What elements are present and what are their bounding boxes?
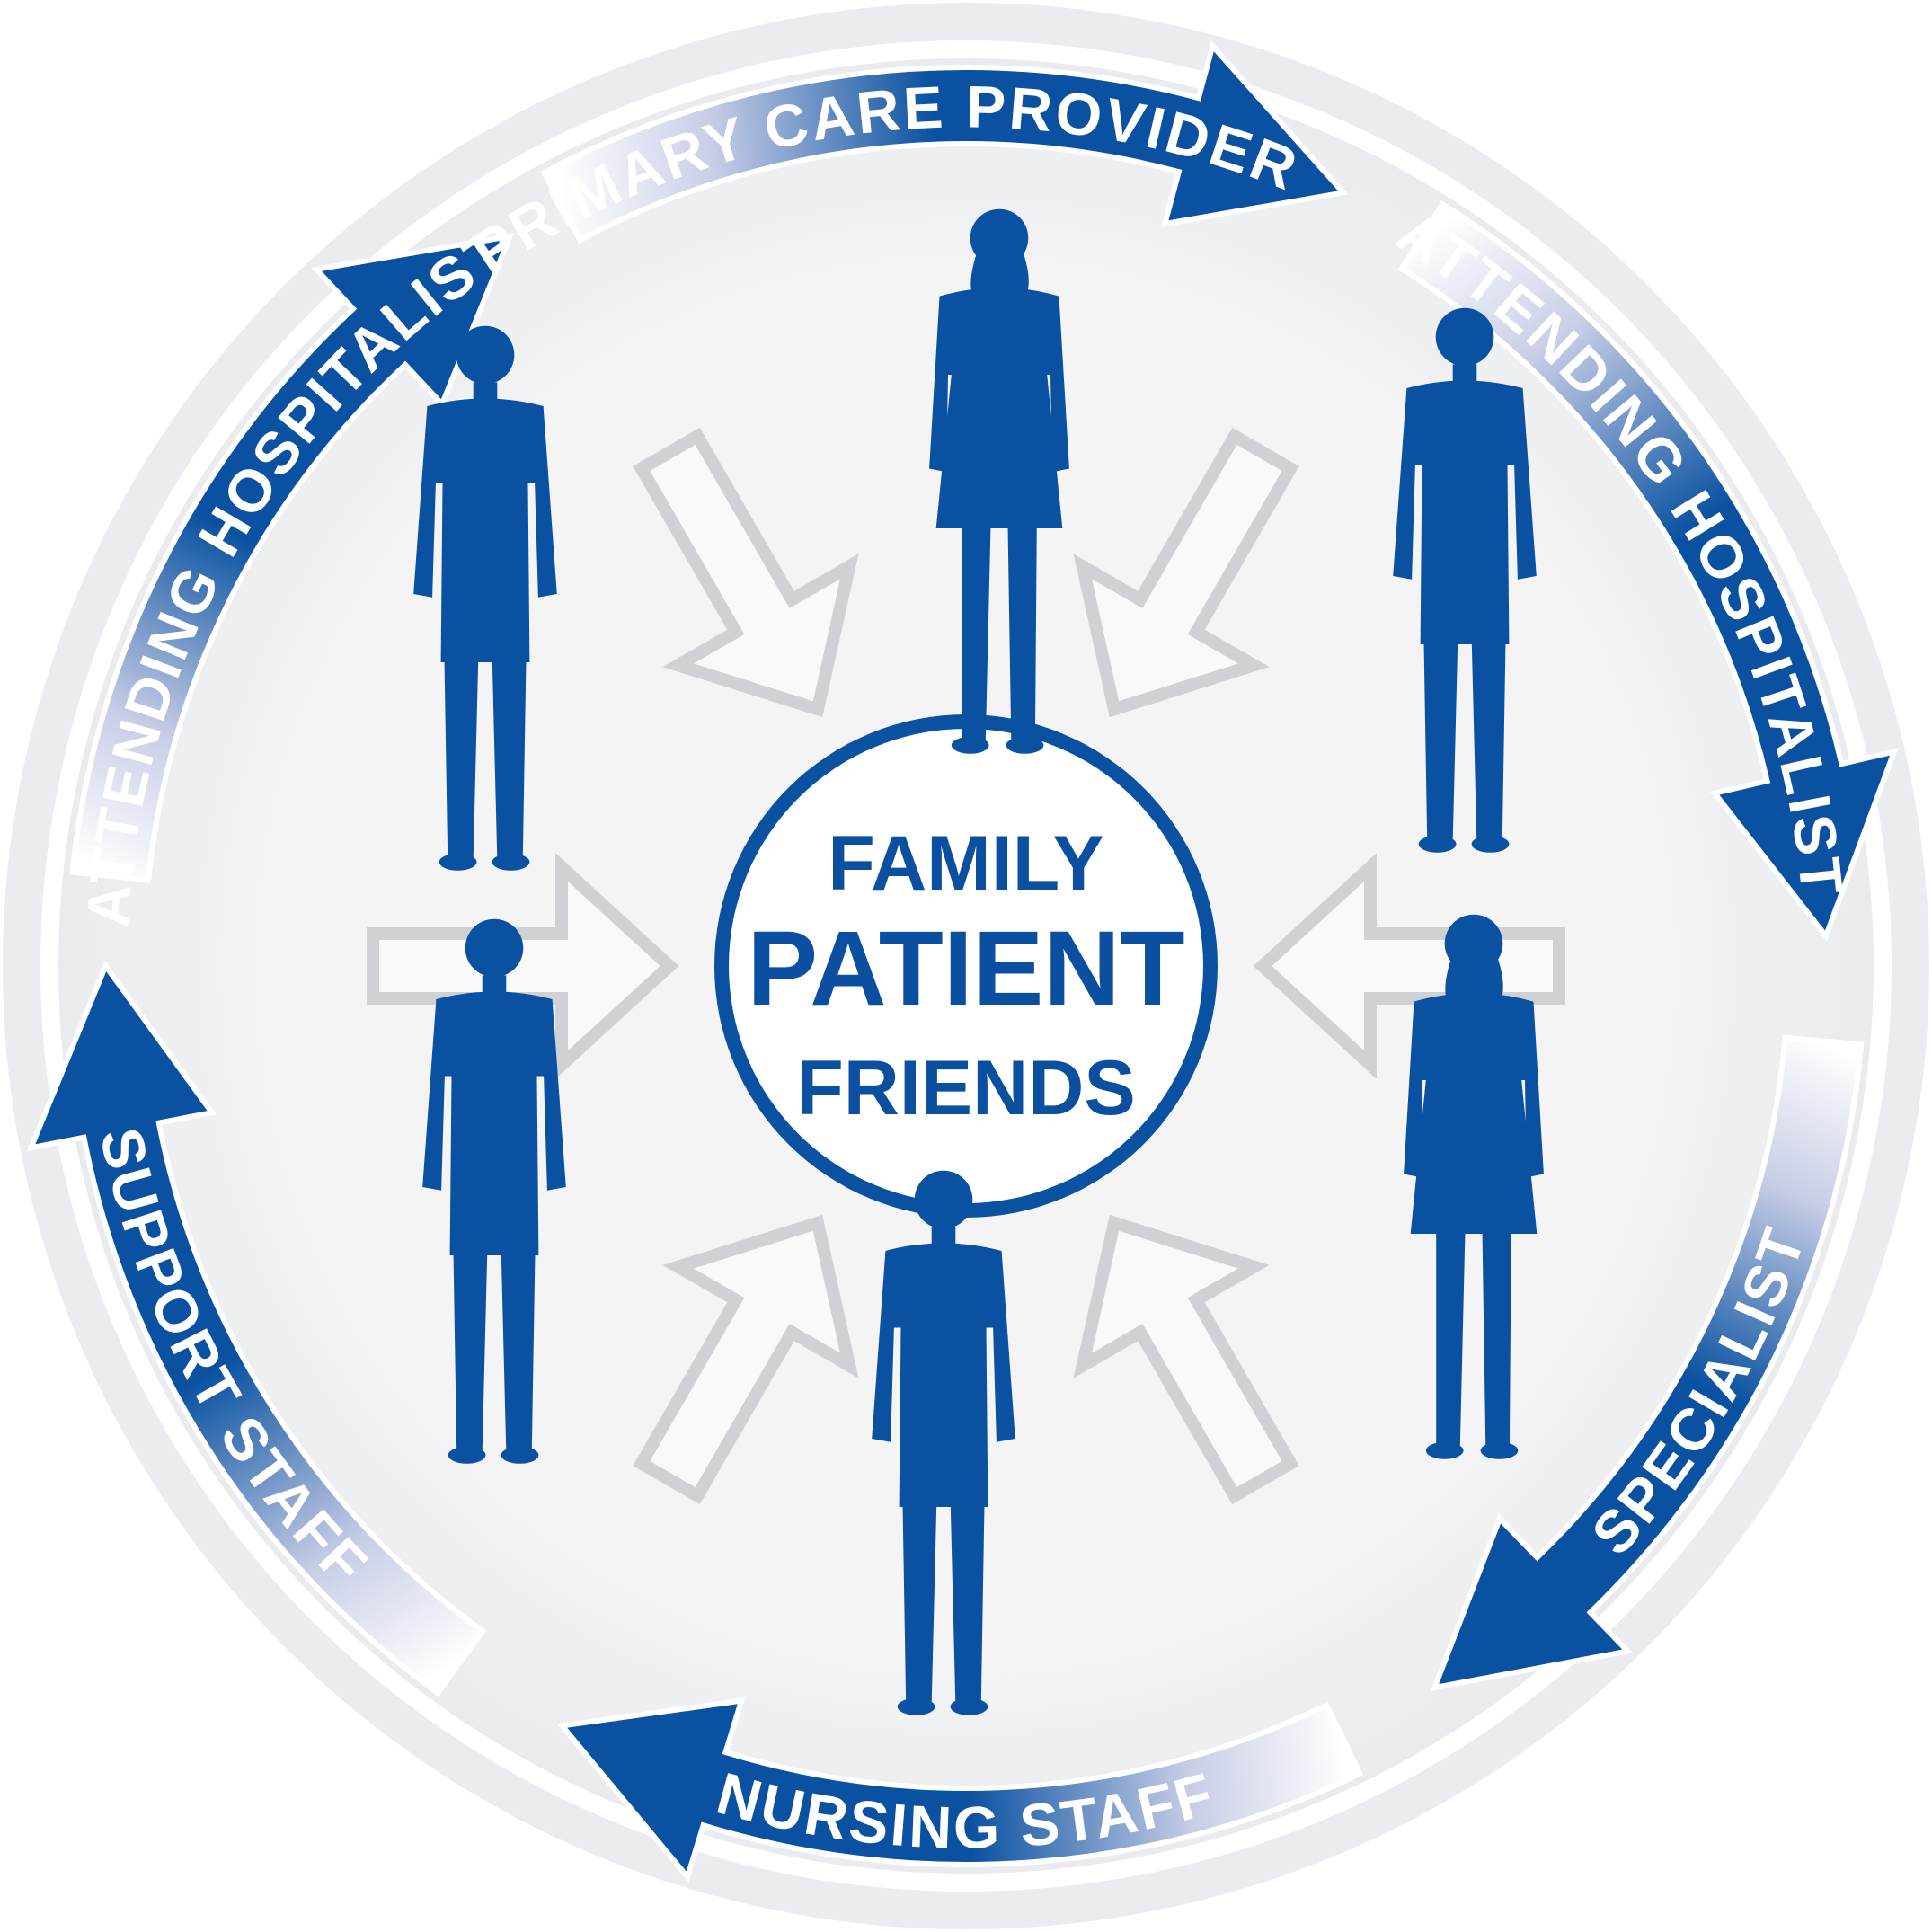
center-friends-label: FRIENDS	[796, 1045, 1135, 1131]
inward-arrow-upper-left	[633, 427, 859, 718]
inward-arrow-upper-right	[1073, 427, 1299, 718]
arc-bottom-arrow	[556, 1697, 1364, 1883]
arc-top-arrow	[540, 40, 1349, 244]
center-circle: FAMILY PATIENT FRIENDS	[714, 714, 1218, 1218]
inward-arrow-lower-right	[1073, 1214, 1299, 1505]
arc-upper-left-arrow	[69, 233, 515, 883]
center-patient-label: PATIENT	[747, 909, 1184, 1028]
arc-upper-right-arrow	[1397, 199, 1899, 942]
inward-arrow-lower-left	[633, 1214, 859, 1505]
arc-lower-left-arrow	[26, 960, 487, 1697]
inward-arrows	[367, 427, 1565, 1505]
inward-arrow-left	[367, 853, 679, 1079]
arc-lower-right-arrow	[1430, 1034, 1865, 1691]
inward-arrow-right	[1253, 853, 1565, 1079]
ring-arrows	[26, 40, 1899, 1883]
center-family-label: FAMILY	[828, 820, 1103, 907]
